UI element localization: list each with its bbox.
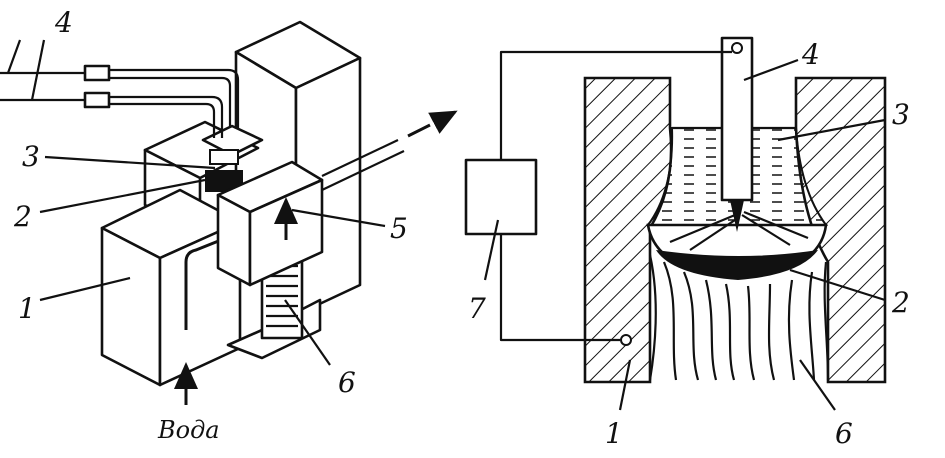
right-view: 4 3 2 7 1 6 — [464, 36, 910, 450]
right-leaders — [483, 58, 886, 411]
label-2: 2 — [13, 200, 32, 233]
label-7: 7 — [468, 292, 486, 325]
water-label: Вода — [157, 416, 220, 444]
label-2: 2 — [891, 286, 910, 319]
movement-arrow-icon — [407, 112, 455, 136]
cooling-slider — [216, 112, 455, 287]
label-4: 4 — [54, 6, 73, 39]
label-4: 4 — [801, 38, 820, 71]
metal-pool — [646, 210, 828, 280]
label-1: 1 — [605, 417, 623, 450]
left-leaders — [39, 155, 386, 366]
label-1: 1 — [18, 292, 36, 325]
label-3: 3 — [892, 98, 910, 131]
power-source — [464, 50, 732, 346]
weld-pool — [205, 149, 243, 192]
electrode-tip — [730, 200, 744, 232]
workpiece-terminal — [620, 334, 632, 346]
slider-rod — [321, 139, 405, 191]
wire-clamp-upper — [83, 64, 111, 82]
electrode-wires — [0, 39, 240, 138]
label-3: 3 — [22, 140, 40, 173]
label-6: 6 — [835, 417, 853, 450]
base-metal — [648, 254, 830, 381]
electrode — [720, 36, 754, 232]
left-view: 4 3 2 1 5 6 Вода — [0, 6, 455, 444]
label-5: 5 — [390, 212, 408, 245]
wire-clamp-lower — [83, 91, 111, 109]
electrode-terminal — [731, 42, 743, 54]
label-6: 6 — [338, 366, 356, 399]
